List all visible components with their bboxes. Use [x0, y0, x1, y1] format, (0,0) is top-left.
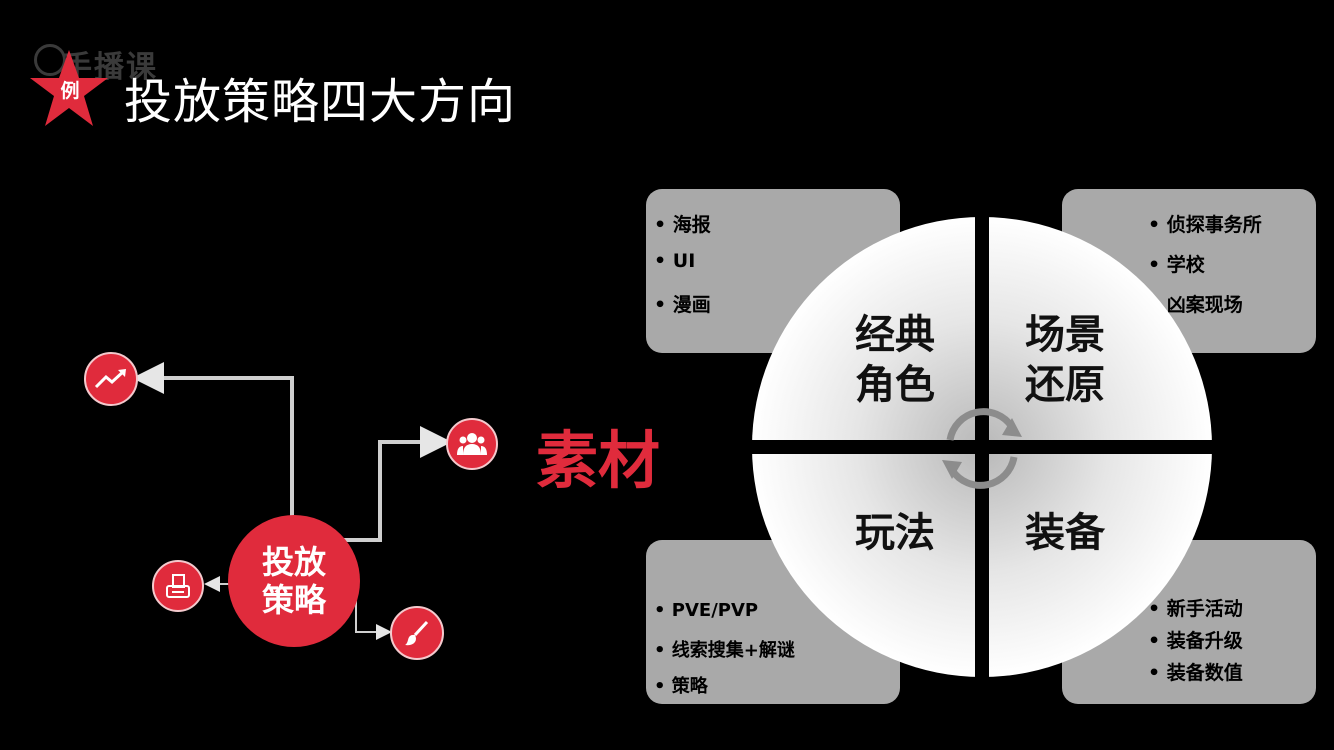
list-item: 策略	[654, 672, 795, 708]
list-item: 凶案现场	[1148, 290, 1262, 330]
items-list-scene-restore: 侦探事务所 学校 凶案现场	[1148, 210, 1262, 330]
list-item: 新手活动	[1148, 594, 1243, 626]
page-title: 投放策略四大方向	[124, 74, 517, 130]
center-node-line-2: 策略	[261, 581, 326, 619]
trend-node	[84, 352, 138, 406]
segment-scene-restore: 场景 还原	[1010, 310, 1120, 410]
segment-gameplay: 玩法	[840, 508, 950, 558]
segment-equipment: 装备	[1010, 508, 1120, 558]
segment-label-line: 装备	[1025, 510, 1105, 556]
cycle-arrows-icon	[946, 408, 1018, 489]
items-list-equipment: 新手活动 装备升级 装备数值	[1148, 594, 1243, 690]
segment-label-line: 玩法	[855, 510, 935, 556]
list-item: 线索搜集+解谜	[654, 636, 795, 672]
printer-node	[152, 560, 204, 612]
strategy-center-node: 投放 策略	[228, 515, 360, 647]
list-item: 漫画	[654, 290, 711, 330]
list-item: 学校	[1148, 250, 1262, 290]
items-list-gameplay: PVE/PVP 线索搜集+解谜 策略	[654, 600, 795, 708]
list-item: UI	[654, 250, 711, 290]
segment-label-line: 还原	[1025, 362, 1105, 408]
people-icon	[457, 433, 487, 455]
people-node	[446, 418, 498, 470]
items-list-classic-characters: 海报 UI 漫画	[654, 210, 711, 330]
segment-classic-characters: 经典 角色	[840, 310, 950, 410]
list-item: 装备升级	[1148, 626, 1243, 658]
highlight-label: 素材	[536, 424, 661, 497]
quadrant-circle	[750, 215, 1214, 679]
segment-label-line: 角色	[855, 362, 935, 408]
list-item: 侦探事务所	[1148, 210, 1262, 250]
list-item: 海报	[654, 210, 711, 250]
brush-icon	[405, 620, 429, 646]
trend-up-icon	[94, 369, 126, 389]
segment-label-line: 场景	[1025, 312, 1105, 358]
star-badge-icon	[30, 50, 108, 126]
center-node-line-1: 投放	[261, 543, 326, 581]
segment-label-line: 经典	[855, 312, 935, 358]
watermark-logo-icon	[34, 44, 66, 76]
printer-icon	[166, 574, 190, 598]
list-item: 装备数值	[1148, 658, 1243, 690]
list-item: PVE/PVP	[654, 600, 795, 636]
badge-label: 例	[60, 80, 80, 102]
brush-node	[390, 606, 444, 660]
strategy-connectors	[132, 362, 452, 640]
